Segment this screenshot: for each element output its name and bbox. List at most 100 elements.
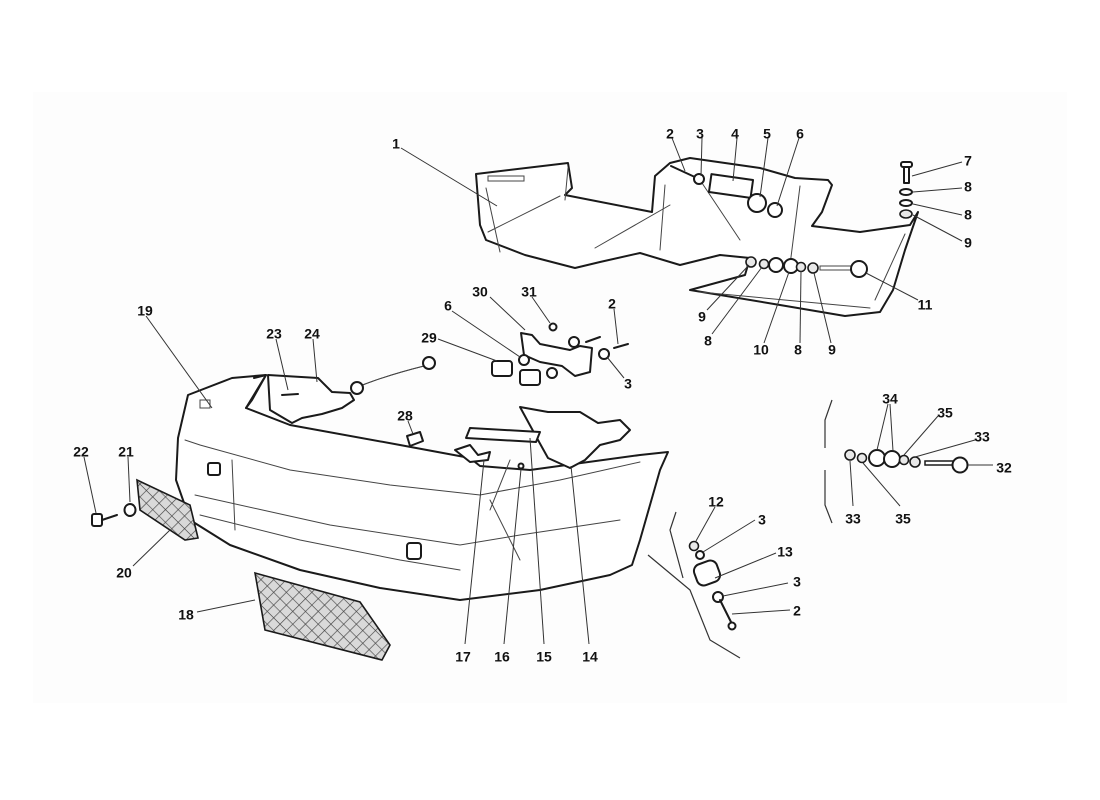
leader-line-washer: [912, 203, 963, 216]
leader-line-bracket: [489, 296, 526, 331]
leader-line-spacer: [876, 403, 889, 451]
callout-washer[interactable]: 3: [624, 376, 632, 392]
callout-air-duct[interactable]: 24: [304, 326, 320, 342]
air-duct-right: [454, 406, 631, 470]
leader-line-nut: [849, 460, 854, 507]
leader-line-clip: [451, 310, 521, 358]
callout-screw[interactable]: 23: [266, 326, 282, 342]
callout-lower-grille[interactable]: 18: [178, 607, 194, 623]
callout-washer[interactable]: 21: [118, 444, 134, 460]
callout-clip[interactable]: 6: [444, 298, 452, 314]
leader-lines: [83, 137, 993, 645]
leader-line-screw: [865, 272, 919, 301]
leader-line-washer: [722, 582, 789, 597]
callout-screw[interactable]: 11: [918, 297, 933, 313]
callout-nut[interactable]: 9: [964, 235, 972, 251]
leader-line-nut: [813, 272, 832, 344]
callout-bolt[interactable]: 7: [964, 153, 972, 169]
callout-washer[interactable]: 35: [895, 511, 911, 527]
leader-line-air-duct: [312, 338, 318, 383]
leader-line-washer: [127, 456, 131, 503]
top-hardware: [670, 165, 783, 218]
callout-rubber-buffer[interactable]: 13: [777, 544, 793, 560]
leader-line-washer: [711, 266, 763, 335]
leader-line-nut: [695, 506, 716, 542]
leader-line-nut: [912, 214, 963, 242]
air-duct-left: [267, 356, 436, 424]
callout-bracket[interactable]: 30: [472, 284, 488, 300]
callout-undertray-panel[interactable]: 1: [392, 136, 400, 152]
leader-line-nut: [706, 264, 750, 311]
leader-line-seal: [529, 437, 545, 645]
callout-nut[interactable]: 31: [521, 284, 537, 300]
callout-nut[interactable]: 12: [708, 494, 724, 510]
callout-nut[interactable]: 33: [974, 429, 990, 445]
callout-rubber-mount[interactable]: 29: [421, 330, 437, 346]
callout-washer[interactable]: 35: [937, 405, 953, 421]
callout-bolt[interactable]: 2: [666, 126, 674, 142]
callout-reinforcement-plate[interactable]: 4: [731, 126, 739, 142]
callout-spacer[interactable]: 10: [753, 342, 769, 358]
leader-line-rubber-mount: [437, 338, 498, 362]
callout-bolt[interactable]: 2: [793, 603, 801, 619]
callout-clip[interactable]: 28: [397, 408, 413, 424]
callout-bumper-cover[interactable]: 19: [137, 303, 153, 319]
bracket-17: [454, 444, 491, 463]
seal-15: [465, 427, 541, 443]
callout-washer[interactable]: 3: [793, 574, 801, 590]
callout-side-grille[interactable]: 20: [116, 565, 132, 581]
callout-bracket[interactable]: 17: [455, 649, 471, 665]
leader-line-washer: [912, 187, 963, 193]
leader-line-air-duct: [570, 465, 590, 645]
callout-rubber-buffer[interactable]: 5: [763, 126, 771, 142]
rubber-buffer-5: [747, 193, 767, 213]
leader-line-side-grille: [132, 529, 171, 567]
leader-line-screw: [275, 338, 289, 391]
callout-screw[interactable]: 22: [73, 444, 89, 460]
leader-line-washer: [606, 356, 625, 379]
callout-nut[interactable]: 33: [845, 511, 861, 527]
callout-screw[interactable]: 32: [996, 460, 1012, 476]
leader-line-bolt: [671, 137, 686, 172]
leader-line-screw: [83, 456, 97, 514]
callout-nut[interactable]: 9: [698, 309, 706, 325]
callout-bolt[interactable]: 2: [608, 296, 616, 312]
callout-washer[interactable]: 8: [964, 179, 972, 195]
rivet-16: [517, 462, 525, 470]
callout-rivet[interactable]: 16: [494, 649, 510, 665]
leader-line-rubber-buffer: [714, 552, 777, 579]
callout-air-duct[interactable]: 14: [582, 649, 598, 665]
leader-line-bracket: [464, 459, 485, 645]
leader-line-lower-grille: [196, 599, 256, 613]
reinforcement-plate: [707, 173, 755, 199]
clip-6: [767, 202, 783, 218]
callout-seal[interactable]: 15: [536, 649, 552, 665]
leader-line-clip: [407, 420, 414, 435]
callout-washer[interactable]: 8: [704, 333, 712, 349]
callout-clip[interactable]: 6: [796, 126, 804, 142]
callout-spacer[interactable]: 34: [882, 391, 898, 407]
leader-line-bolt: [731, 609, 791, 615]
leader-line-clip: [776, 137, 800, 207]
callout-washer[interactable]: 8: [794, 342, 802, 358]
callout-washer[interactable]: 3: [696, 126, 704, 142]
leader-line-spacer: [763, 271, 790, 344]
leader-line-bolt: [613, 308, 619, 345]
leader-line-nut: [531, 296, 551, 324]
leader-line-washer: [862, 462, 901, 507]
leader-line-undertray-panel: [400, 147, 498, 207]
side-grille: [136, 478, 199, 541]
leader-line-washer: [700, 137, 703, 177]
bumper-cover: [175, 374, 669, 601]
undertray-panel: [475, 157, 919, 317]
leader-line-bumper-cover: [145, 315, 213, 409]
clip-28: [406, 431, 424, 447]
leader-line-nut: [914, 439, 976, 458]
callout-washer[interactable]: 8: [964, 207, 972, 223]
buffer-stack: [647, 511, 741, 659]
lower-grille: [253, 571, 391, 661]
callout-nut[interactable]: 9: [828, 342, 836, 358]
callout-washer[interactable]: 3: [758, 512, 766, 528]
